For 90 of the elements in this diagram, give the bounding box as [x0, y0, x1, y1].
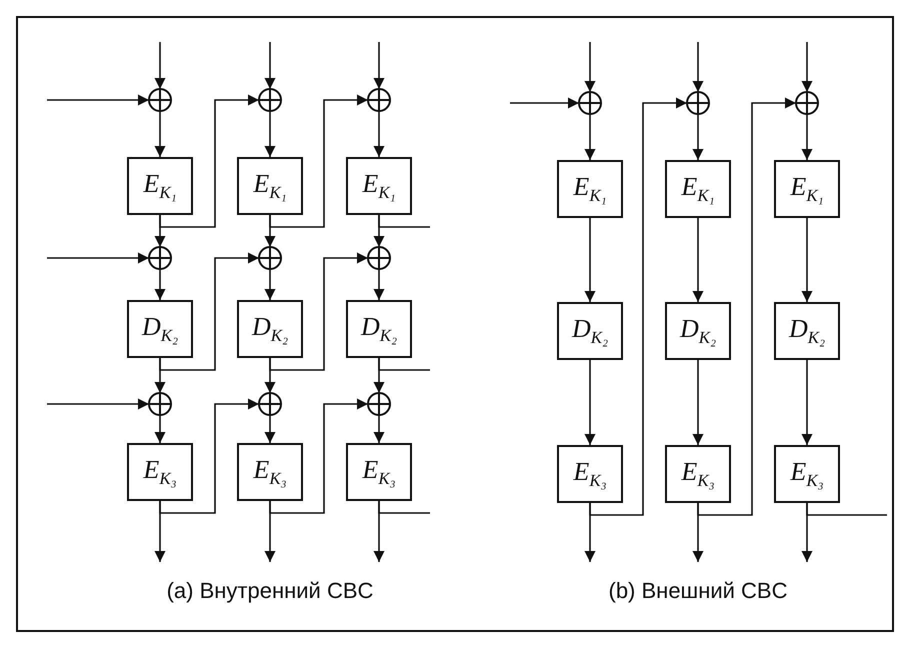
xor-symbol [148, 246, 172, 270]
xor-symbol [367, 246, 391, 270]
block-label: E$_{K₁}$ [143, 168, 177, 204]
arrow [269, 252, 368, 371]
arrow [154, 42, 166, 89]
block-label: E$_{K₃}$ [143, 454, 177, 490]
cipher-block [774, 302, 840, 360]
arrow [584, 218, 596, 302]
arrow [154, 111, 166, 157]
cipher-block [665, 302, 731, 360]
arrow [584, 42, 596, 92]
block-label: E$_{K₁}$ [790, 172, 824, 206]
arrow [692, 360, 704, 445]
block-label: E$_{K₃}$ [790, 456, 824, 492]
connector-line [806, 503, 887, 516]
xor-symbol [367, 392, 391, 416]
block-label: E$_{K₃}$ [362, 454, 396, 490]
xor-symbol [578, 91, 602, 115]
arrow [802, 360, 812, 445]
xor-symbol [795, 91, 819, 115]
block-label: D$_{K₂}$ [572, 314, 608, 348]
arrow [692, 218, 704, 302]
arrow [802, 42, 812, 92]
caption: (a) Внутренний CBC [166, 578, 374, 604]
arrow [159, 94, 259, 228]
xor-symbol [258, 246, 282, 270]
block-label: E$_{K₁}$ [681, 172, 715, 206]
arrow [589, 98, 687, 516]
block-label: E$_{K₃}$ [681, 456, 715, 492]
cipher-block [665, 445, 731, 503]
block-label: D$_{K₂}$ [680, 314, 716, 348]
cipher-block [774, 160, 840, 218]
cipher-block [774, 445, 840, 503]
cipher-block [237, 300, 303, 358]
arrow [264, 415, 276, 443]
arrow [697, 98, 796, 516]
arrow [692, 42, 704, 92]
cipher-block [557, 160, 623, 218]
cipher-block [127, 300, 193, 358]
arrow [374, 42, 384, 89]
connector-line [378, 215, 430, 228]
arrow [269, 398, 368, 514]
cipher-block [127, 157, 193, 215]
connector-line [378, 358, 430, 371]
cipher-block [237, 157, 303, 215]
block-label: D$_{K₂}$ [142, 312, 178, 346]
cipher-block [127, 443, 193, 501]
cipher-block [346, 443, 412, 501]
block-label: E$_{K₃}$ [573, 456, 607, 492]
arrow [802, 218, 812, 302]
arrow [47, 252, 149, 264]
cipher-block [346, 157, 412, 215]
arrow [154, 415, 166, 443]
xor-symbol [686, 91, 710, 115]
block-label: D$_{K₂}$ [252, 312, 288, 346]
cipher-block [557, 302, 623, 360]
arrow [264, 111, 276, 157]
arrow [264, 42, 276, 89]
cipher-block [237, 443, 303, 501]
xor-symbol [258, 392, 282, 416]
connector-line [378, 501, 430, 514]
arrow [47, 398, 149, 410]
arrow [159, 398, 259, 514]
cipher-block [665, 160, 731, 218]
arrow [154, 269, 166, 300]
arrow [159, 252, 259, 371]
arrow [802, 114, 812, 160]
arrow [374, 111, 384, 157]
arrow [374, 415, 384, 443]
xor-symbol [148, 88, 172, 112]
cipher-block [557, 445, 623, 503]
xor-symbol [148, 392, 172, 416]
xor-symbol [258, 88, 282, 112]
cipher-block [346, 300, 412, 358]
block-label: D$_{K₂}$ [788, 314, 826, 348]
block-label: E$_{K₁}$ [253, 168, 287, 204]
block-label: E$_{K₃}$ [253, 454, 287, 490]
xor-symbol [367, 88, 391, 112]
arrow [510, 98, 579, 108]
block-label: E$_{K₁}$ [362, 168, 396, 204]
arrow [269, 94, 368, 228]
arrow [264, 269, 276, 300]
arrow [584, 360, 596, 445]
arrow [692, 114, 704, 160]
caption: (b) Внешний CBC [608, 578, 788, 604]
arrow [374, 269, 384, 300]
arrow [47, 94, 149, 106]
arrow [584, 114, 596, 160]
block-label: E$_{K₁}$ [573, 172, 607, 206]
block-label: D$_{K₂}$ [360, 312, 398, 346]
